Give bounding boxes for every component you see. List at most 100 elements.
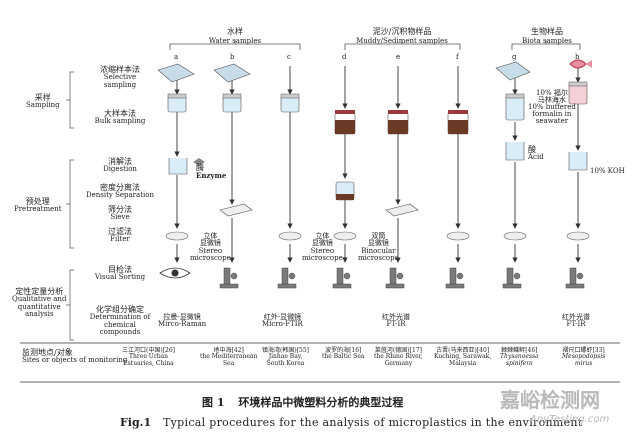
analysis-microftir-cn: 红外-显微镜 [263,313,302,321]
binocular-line-1: 双筒 [371,232,386,240]
stage-pretreatment-cn: 预处理 [25,197,50,206]
site-7-ref: [46] [525,347,538,354]
method-density-cn: 密度分离法 [100,183,140,192]
method-chemical-cn: 化学组分确定 [96,305,144,314]
watermark-en: AnyTesting.com [530,414,610,425]
site-8-ref: [33] [592,347,605,354]
formalin-line-3: 10% buffered [528,103,576,111]
site-2: 地中海[42] the Mediterranean Sea [200,347,258,367]
pretreatment-brace [66,159,74,249]
analysis-raman: 拉曼-显微镜 Mirco-Raman [158,313,207,329]
muddy-group-en: Muddy/Sediment samples [356,37,448,45]
analysis-microftir-en: Micro-FTIR [262,320,303,329]
site-5-en2: Germany [384,359,413,367]
site-1-ref: [26] [162,347,176,354]
monitoring-en: Sites or objects of monitoring [22,356,128,365]
site-8-en2: mirus [574,359,593,367]
stereo-microscope-label-1: 立体 显微镜 Stereo microscope [190,232,231,262]
site-4: 波罗的海[16] the Baltic Sea [322,347,365,361]
analysis-ftir1-cn: 红外光谱 [382,313,410,321]
site-2-en2: Sea [223,359,235,367]
method-chemical-en2: chemical [104,320,136,329]
enzyme-en: Enzyme [196,171,227,181]
method-sieve-en: Sieve [110,213,130,222]
stereo1-line-2: 显微镜 [199,239,221,248]
muddy-bracket [344,40,461,50]
stage-qualitative-en1: Qualitative and [12,295,67,304]
analysis-raman-en: Mirco-Raman [158,320,207,329]
site-7-cn: 棘棘鲽鲆 [501,347,526,354]
water-group-header: 水样 Water samples [200,26,270,45]
site-5: 莱茵河(德国)[17] the Rhine River, Germany [374,347,423,367]
method-filter-cn: 过滤法 [108,227,132,236]
column-label-f: f [456,53,459,61]
stereo2-line-4: microscope [302,254,343,263]
site-6-en1: Kuching, Sarawak, [434,353,492,361]
method-sieve: 筛分法 Sieve [84,205,156,222]
formalin-label: 10% 福尔 马林海水 10% buffered formalin in sea… [528,90,576,125]
analysis-brace [66,269,74,341]
sampling-brace [66,71,74,129]
site-4-cn: 波罗的海 [325,347,350,354]
stereo1-line-3: Stereo [198,246,223,255]
column-label-e: e [396,53,401,61]
filter-icon [165,231,590,241]
method-digestion-en: Digestion [103,165,137,174]
density-separation-icon [335,181,355,201]
stereo-microscope-label-2: 立体 显微镜 Stereo microscope [302,232,343,263]
muddy-group-header: 泥沙/沉积物样品 Muddy/Sediment samples [352,26,452,45]
acid-cn: 酸 [528,145,536,154]
caption-en: Fig.1 Typical procedures for the analysi… [120,416,583,429]
formalin-line-4: formalin in [532,110,572,118]
site-2-cn: 地中海 [213,347,232,354]
method-visual-cn: 目检法 [108,265,132,274]
caption-en-label: Fig.1 [120,416,152,429]
biota-group-cn: 生物样品 [531,27,563,36]
sample-jar-icon [167,81,588,121]
stage-pretreatment: 预处理 Pretreatment [14,197,62,214]
fish-icon [569,59,592,69]
method-bulk: 大样本法 Bulk sampling [84,109,156,126]
analysis-microftir: 红外-显微镜 Micro-FTIR [262,313,303,329]
microscope-icon [219,267,585,289]
acid-en: Acid [528,153,544,162]
site-3-cn: 镇海湾(韩国) [262,347,297,354]
method-selective: 浓缩样本法 Selective sampling [84,65,156,89]
analysis-raman-cn: 拉曼-显微镜 [163,313,201,321]
watermark-cn: 嘉峪检测网 [500,388,600,412]
method-filter: 过滤法 Filter [84,227,156,244]
site-3-ref: [55] [296,347,310,354]
site-1-en1: Three Urban [129,353,168,361]
eye-icon [159,267,191,279]
monitoring-label: 监测地点/对象 Sites or objects of monitoring [22,348,128,365]
enzyme-cn: 酶 [196,163,204,172]
site-8-en1: Mesopodopsis [562,353,606,361]
site-4-ref: [16] [349,347,362,354]
analysis-ftir2-en: FT-IR [566,320,586,329]
analysis-ftir-1: 红外光谱 FT-IR [382,313,410,329]
site-2-en1: the Mediterranean [200,353,258,361]
biota-group-en: Biota samples [522,37,572,45]
site-7-en2: spinifera [505,359,533,367]
binocular-line-4: microscope [358,254,399,263]
monitoring-cn: 监测地点/对象 [22,348,73,357]
site-6: 古晋(马来西亚)[40] Kuching, Sarawak, Malaysia [434,347,492,367]
stage-sampling-en: Sampling [26,101,60,110]
method-sieve-cn: 筛分法 [108,205,132,214]
site-3: 镇海湾(韩国)[55] Jinhae Bay, South Korea [262,347,310,367]
site-8-cn: 褶尺口螺虾 [562,347,593,354]
site-1: 三江河口(中国)[26] Three Urban Estuaries, Chin… [122,347,176,367]
acid-label: 酸 Acid [528,145,544,162]
analysis-ftir1-en: FT-IR [386,320,406,329]
site-4-en1: the Baltic Sea [322,353,365,361]
stage-sampling: 采样 Sampling [26,93,60,110]
site-6-ref: [40] [476,347,490,354]
stage-qualitative: 定性定量分析 Qualitative and quantitative anal… [12,287,67,318]
method-bulk-cn: 大样本法 [104,109,136,118]
binocular-line-2: 显微镜 [367,239,389,248]
site-7: 棘棘鲽鲆[46] Thysanoessa spinifera [500,347,539,367]
column-label-a: a [174,53,179,61]
formalin-line-5: seawater [535,117,569,125]
water-bracket [169,40,301,50]
